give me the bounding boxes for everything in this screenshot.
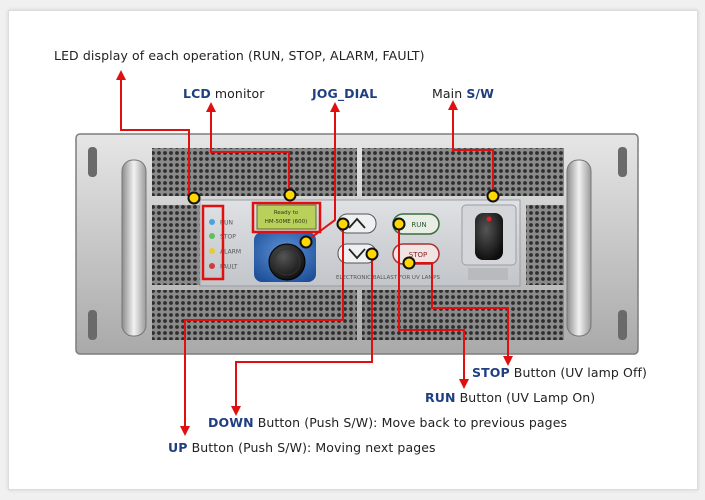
vent-grille xyxy=(152,290,357,340)
label-run-keyword: RUN xyxy=(425,390,456,405)
label-run-text: Button (UV Lamp On) xyxy=(455,390,596,405)
label-stop-text: Button (UV lamp Off) xyxy=(509,365,647,380)
led-fault xyxy=(209,263,215,269)
panel-caption: ELECTRONIC BALLAST FOR UV LAMPS xyxy=(336,275,440,281)
mount-slot xyxy=(88,147,97,177)
led-highlight-box xyxy=(201,204,225,281)
label-main-text: Main xyxy=(432,86,467,101)
lcd-highlight-box xyxy=(251,201,322,234)
callout-markers xyxy=(187,188,500,270)
marker-led xyxy=(187,191,201,205)
switch-label-plate xyxy=(468,268,508,280)
label-lcd-text: monitor xyxy=(210,86,265,101)
marker-run xyxy=(392,217,406,231)
marker-main xyxy=(486,189,500,203)
label-up-button: UP Button (Push S/W): Moving next pages xyxy=(168,440,436,455)
lcd-line-2: HM-50ME (600) xyxy=(265,219,308,225)
label-down-button: DOWN Button (Push S/W): Move back to pre… xyxy=(208,415,567,430)
label-lcd-monitor: LCD monitor xyxy=(183,86,265,101)
run-button-label: RUN xyxy=(411,221,426,229)
label-main-keyword: S/W xyxy=(466,86,494,101)
label-led-display: LED display of each operation (RUN, STOP… xyxy=(54,48,425,63)
right-handle xyxy=(566,159,592,337)
vent-grille xyxy=(152,205,200,285)
led-label-stop: STOP xyxy=(220,234,236,241)
vent-grille xyxy=(362,148,564,196)
mount-slot xyxy=(618,310,627,340)
label-stop-keyword: STOP xyxy=(472,365,510,380)
marker-down xyxy=(365,247,379,261)
led-alarm xyxy=(209,248,215,254)
label-stop-button: STOP Button (UV lamp Off) xyxy=(472,365,647,380)
led-panel: RUN STOP ALARM FAULT xyxy=(209,219,241,271)
marker-jog xyxy=(299,235,313,249)
label-main-switch: Main S/W xyxy=(432,86,494,101)
label-down-text: Button (Push S/W): Move back to previous… xyxy=(253,415,568,430)
vent-grille xyxy=(526,205,564,285)
arrowheads xyxy=(116,70,513,436)
led-label-fault: FAULT xyxy=(220,264,238,271)
led-stop xyxy=(209,233,215,239)
vent-grille xyxy=(152,148,357,196)
stop-button-label: STOP xyxy=(409,251,427,259)
led-label-run: RUN xyxy=(220,220,233,227)
lcd-screen xyxy=(256,204,317,230)
led-run xyxy=(209,219,215,225)
marker-up xyxy=(336,217,350,231)
left-handle xyxy=(121,159,147,337)
callout-lines xyxy=(120,76,509,430)
mount-slot xyxy=(618,147,627,177)
label-run-button: RUN Button (UV Lamp On) xyxy=(425,390,595,405)
label-up-keyword: UP xyxy=(168,440,188,455)
led-label-alarm: ALARM xyxy=(220,249,241,256)
main-switch-indicator xyxy=(486,216,492,222)
chevron-up-icon xyxy=(348,217,366,229)
marker-stop xyxy=(402,256,416,270)
marker-lcd xyxy=(283,188,297,202)
label-down-keyword: DOWN xyxy=(208,415,254,430)
lcd-line-1: Ready to xyxy=(274,210,299,216)
label-lcd-keyword: LCD xyxy=(183,86,211,101)
mount-slot xyxy=(88,310,97,340)
chevron-down-icon xyxy=(348,248,366,260)
label-jog-dial: JOG_DIAL xyxy=(312,86,378,101)
main-switch[interactable] xyxy=(475,213,503,260)
label-up-text: Button (Push S/W): Moving next pages xyxy=(187,440,436,455)
